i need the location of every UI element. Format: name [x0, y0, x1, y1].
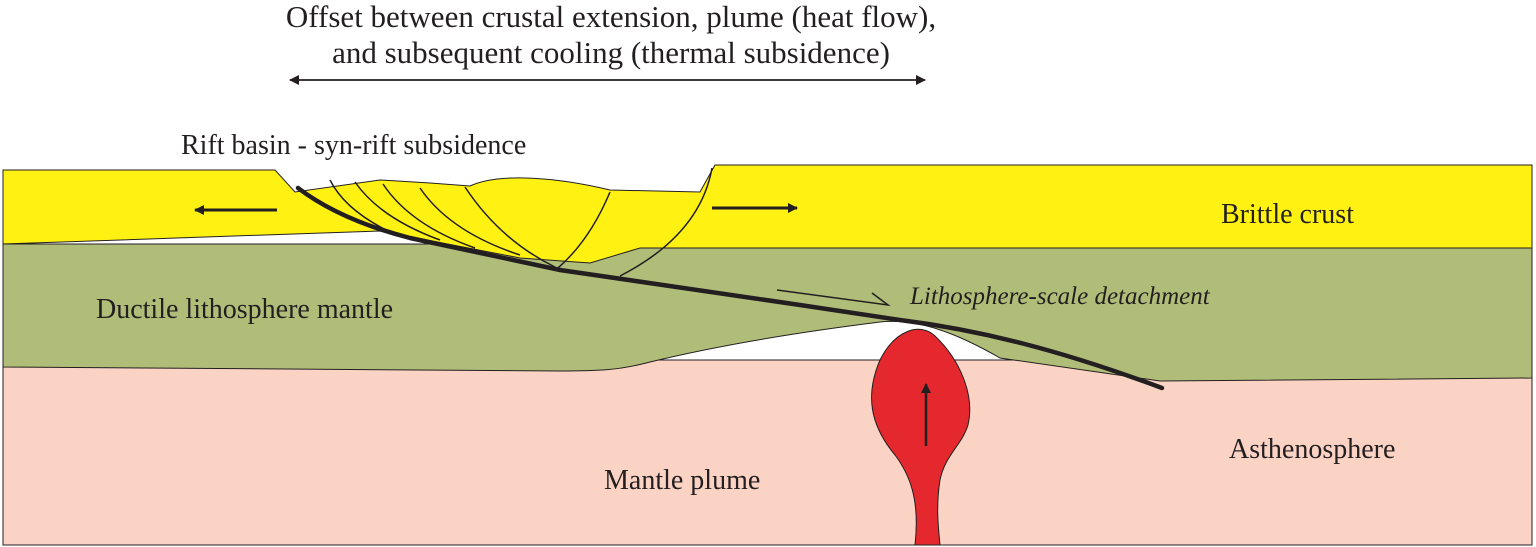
fault-3 — [382, 183, 476, 249]
detachment-fault — [295, 185, 1165, 391]
fault-2 — [354, 181, 441, 241]
mantle-plume-shape — [871, 328, 971, 546]
asthenosphere-layer — [2, 359, 1533, 546]
slip-direction-arrow — [776, 289, 891, 307]
fault-5 — [464, 186, 556, 268]
ductile-mantle-layer — [2, 243, 1533, 382]
mantle-plume-label: Mantle plume — [604, 465, 760, 496]
header-line-2: and subsequent cooling (thermal subsiden… — [332, 35, 890, 70]
rift-basin-label: Rift basin - syn-rift subsidence — [181, 130, 526, 161]
brittle-crust-layer — [2, 164, 1533, 264]
brittle-crust-label: Brittle crust — [1221, 199, 1354, 230]
asthenosphere-label: Asthenosphere — [1229, 434, 1395, 465]
ductile-mantle-label: Ductile lithosphere mantle — [96, 294, 393, 325]
detachment-label: Lithosphere-scale detachment — [909, 283, 1211, 310]
fault-6 — [557, 191, 611, 269]
fault-7 — [619, 167, 713, 277]
fault-4 — [419, 187, 521, 256]
header-line-1: Offset between crustal extension, plume … — [286, 0, 936, 34]
